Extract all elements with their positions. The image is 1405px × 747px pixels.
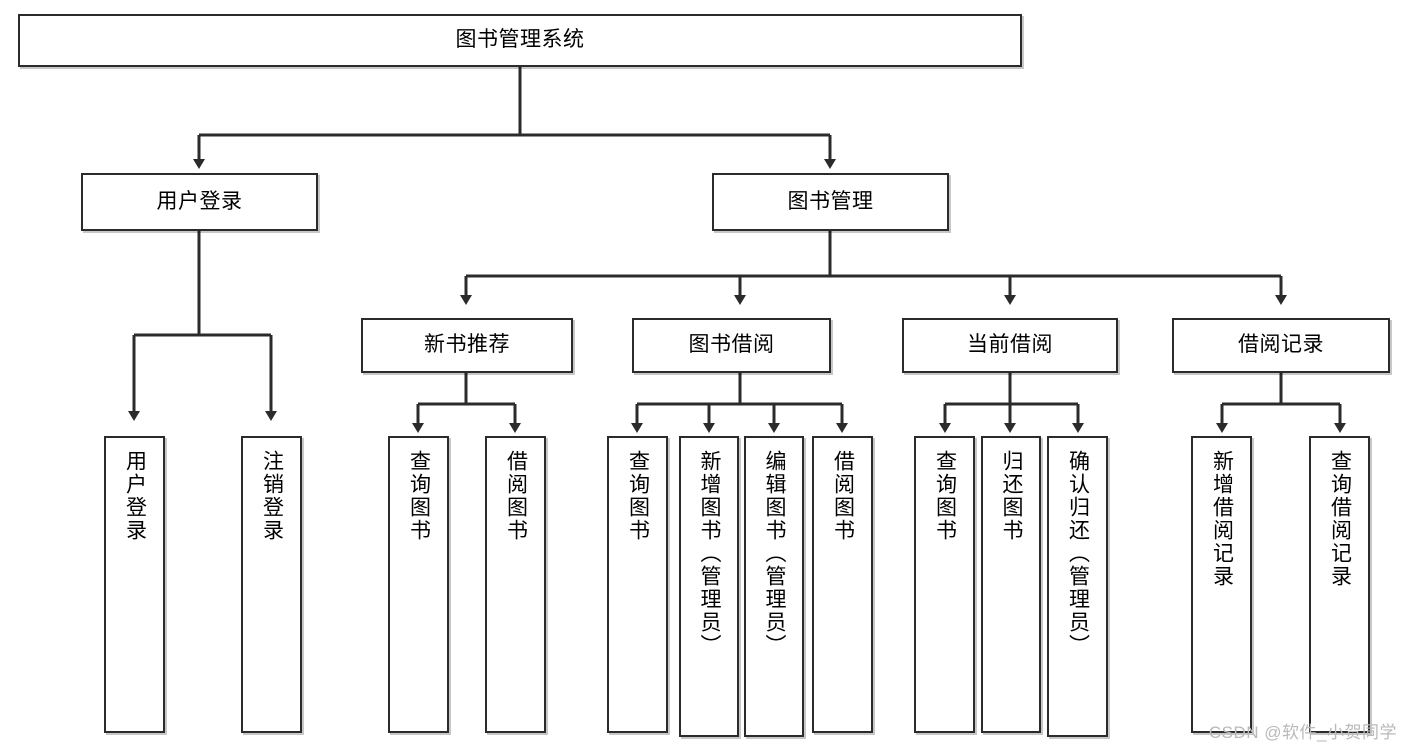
leaf-edit-book[interactable]: 编辑图书（管理员） bbox=[744, 436, 804, 737]
leaf-logout-login[interactable]: 注销登录 bbox=[241, 436, 302, 733]
leaf-borrow-book-1-label: 借阅图书 bbox=[504, 450, 528, 542]
leaf-return-book-label: 归还图书 bbox=[1000, 450, 1024, 542]
node-book-manage-label: 图书管理 bbox=[787, 189, 874, 213]
leaf-add-book-label: 新增图书（管理员） bbox=[698, 450, 722, 657]
leaf-query-book-3[interactable]: 查询图书 bbox=[914, 436, 975, 733]
leaf-query-book-2-label: 查询图书 bbox=[626, 450, 650, 542]
node-current-borrow-label: 当前借阅 bbox=[967, 333, 1053, 357]
node-user-login-label: 用户登录 bbox=[156, 189, 243, 213]
leaf-edit-book-label: 编辑图书（管理员） bbox=[763, 450, 787, 657]
leaf-add-book[interactable]: 新增图书（管理员） bbox=[679, 436, 739, 737]
leaf-add-record-label: 新增借阅记录 bbox=[1210, 450, 1234, 588]
leaf-query-book-1[interactable]: 查询图书 bbox=[388, 436, 449, 733]
leaf-query-record-label: 查询借阅记录 bbox=[1328, 450, 1352, 588]
leaf-user-login[interactable]: 用户登录 bbox=[104, 436, 165, 733]
watermark: CSDN @软件_小贺同学 bbox=[1208, 723, 1397, 742]
leaf-user-login-label: 用户登录 bbox=[123, 450, 147, 542]
node-borrow-record-label: 借阅记录 bbox=[1238, 333, 1324, 357]
node-root[interactable]: 图书管理系统 bbox=[18, 14, 1022, 67]
leaf-return-book[interactable]: 归还图书 bbox=[981, 436, 1041, 733]
leaf-query-record[interactable]: 查询借阅记录 bbox=[1309, 436, 1370, 733]
node-book-manage[interactable]: 图书管理 bbox=[712, 173, 949, 231]
node-book-borrow-label: 图书借阅 bbox=[688, 333, 775, 357]
leaf-query-book-3-label: 查询图书 bbox=[933, 450, 957, 542]
leaf-borrow-book-2[interactable]: 借阅图书 bbox=[812, 436, 873, 733]
leaf-logout-login-label: 注销登录 bbox=[260, 450, 284, 542]
leaf-confirm-return[interactable]: 确认归还（管理员） bbox=[1047, 436, 1108, 737]
node-new-book-recommend[interactable]: 新书推荐 bbox=[361, 318, 573, 373]
leaf-confirm-return-label: 确认归还（管理员） bbox=[1066, 450, 1090, 657]
leaf-borrow-book-2-label: 借阅图书 bbox=[831, 450, 855, 542]
leaf-query-book-2[interactable]: 查询图书 bbox=[607, 436, 668, 733]
node-current-borrow[interactable]: 当前借阅 bbox=[902, 318, 1118, 373]
leaf-add-record[interactable]: 新增借阅记录 bbox=[1191, 436, 1252, 733]
node-borrow-record[interactable]: 借阅记录 bbox=[1172, 318, 1390, 373]
node-new-book-recommend-label: 新书推荐 bbox=[424, 333, 510, 357]
node-user-login[interactable]: 用户登录 bbox=[81, 173, 318, 231]
node-root-label: 图书管理系统 bbox=[455, 28, 585, 52]
leaf-borrow-book-1[interactable]: 借阅图书 bbox=[485, 436, 546, 733]
leaf-query-book-1-label: 查询图书 bbox=[407, 450, 431, 542]
node-book-borrow[interactable]: 图书借阅 bbox=[632, 318, 831, 373]
